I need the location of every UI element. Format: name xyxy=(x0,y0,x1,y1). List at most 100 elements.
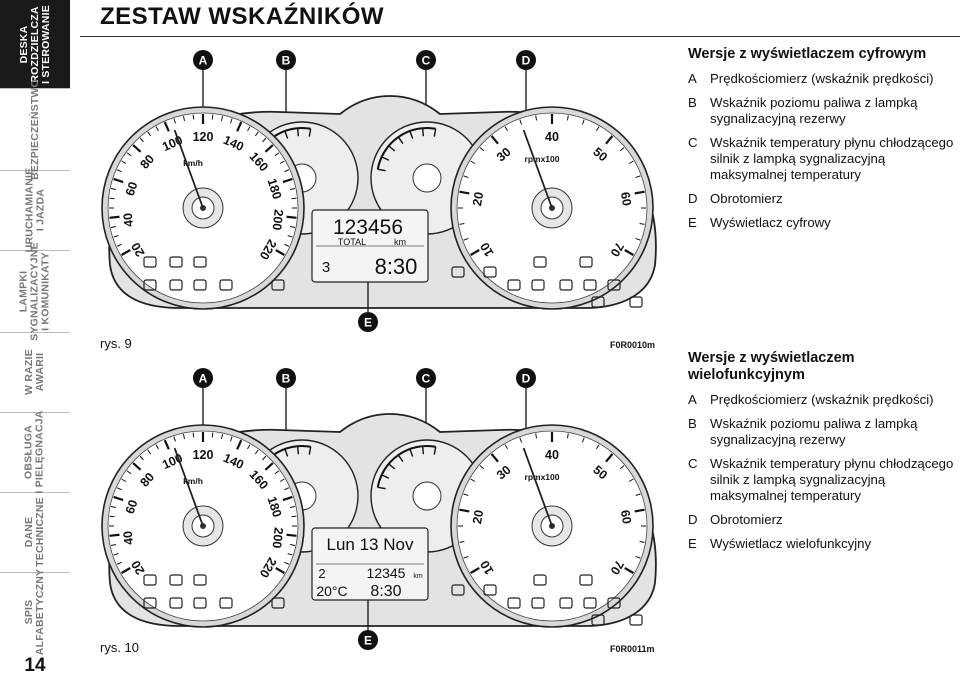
gauge-tick xyxy=(147,449,152,455)
figure-caption: rys. 9 xyxy=(100,336,132,351)
callout-badge xyxy=(358,312,378,332)
callout-badge xyxy=(276,50,296,70)
display-line1: 123456 xyxy=(333,216,403,239)
gauge-tick xyxy=(504,444,508,450)
warning-light-icon xyxy=(143,256,157,268)
gauge-tick xyxy=(173,436,176,442)
warning-light-icon xyxy=(219,597,233,609)
gauge-tick xyxy=(470,249,480,256)
warning-light-icon-shape xyxy=(169,279,183,291)
title-rule xyxy=(80,36,960,37)
warning-light-icon-shape xyxy=(533,256,547,268)
warning-light-icon-shape xyxy=(579,574,593,586)
warning-light-icon xyxy=(169,256,183,268)
gauge-tick xyxy=(247,126,251,132)
warning-light-icon-shape xyxy=(219,279,233,291)
tab-label: BEZPIECZEŃSTWO xyxy=(28,78,41,180)
gauge-tick xyxy=(479,465,485,470)
gauge-tick xyxy=(275,567,285,574)
gauge-tick xyxy=(463,493,469,497)
warning-light-icon xyxy=(483,584,497,596)
warning-light-icon xyxy=(143,574,157,586)
gauge-tick xyxy=(113,177,124,184)
warning-light-icon xyxy=(451,584,465,596)
callout-label: B xyxy=(282,372,291,386)
warning-light-icon-shape xyxy=(579,256,593,268)
gauge-tick xyxy=(581,437,585,443)
gauge-tick-label: 40 xyxy=(545,130,559,144)
gauge-tick xyxy=(479,147,485,152)
gauge-tick xyxy=(596,444,600,450)
gauge-tick xyxy=(635,555,641,559)
temp-gauge-tick xyxy=(388,463,396,470)
gauge-tick xyxy=(282,177,293,184)
warning-light-icon-shape xyxy=(143,256,157,268)
gauge-tick xyxy=(470,478,476,482)
callout-badge xyxy=(516,50,536,70)
callout-badge xyxy=(516,368,536,388)
gauge-tick xyxy=(121,478,127,482)
warning-light-icon xyxy=(591,296,605,308)
gauge-tick xyxy=(459,540,465,543)
gauge-tick-label: 70 xyxy=(607,558,626,577)
warning-light-icon-shape xyxy=(193,279,207,291)
warning-light-icon xyxy=(507,279,521,291)
warning-light-icon xyxy=(533,574,547,586)
gauge-tick xyxy=(113,553,119,556)
display-line2-unit: km xyxy=(413,573,423,580)
gauge-tick xyxy=(274,470,280,475)
gauge-tick xyxy=(605,135,614,145)
warning-light-icon-shape xyxy=(507,597,521,609)
gauge-tick xyxy=(126,470,132,475)
gauge-tick xyxy=(147,131,152,137)
warning-light-icon xyxy=(193,256,207,268)
gauge-tick-label: 60 xyxy=(123,180,141,198)
callout-label: E xyxy=(364,634,372,648)
display-line2: 12345 xyxy=(367,565,406,581)
warning-light-icon-shape xyxy=(591,614,605,626)
warning-light-icon-shape xyxy=(193,574,207,586)
warning-light-icon xyxy=(559,597,573,609)
gauge-tick-label: 60 xyxy=(618,191,634,207)
warning-light-icon-shape xyxy=(583,597,597,609)
warning-light-icon xyxy=(271,279,285,291)
gauge-tick xyxy=(463,175,469,179)
warning-light-icon xyxy=(193,279,207,291)
gauge-tick xyxy=(286,533,297,537)
warning-light-icon-shape xyxy=(629,296,643,308)
gauge-tick xyxy=(459,190,470,195)
gauge-unit-label: rpmx100 xyxy=(525,154,560,164)
gauge-tick xyxy=(275,249,285,256)
fuel-gauge-tick xyxy=(308,128,312,137)
warning-light-icon xyxy=(193,574,207,586)
warning-light-icon xyxy=(583,597,597,609)
gauge-tick xyxy=(110,505,117,508)
gauge-tick xyxy=(116,243,122,247)
callout-label: D xyxy=(522,54,531,68)
gauge-tick xyxy=(624,249,634,256)
page-title: ZESTAW WSKAŹNIKÓW xyxy=(100,3,385,30)
section-heading: Wersje z wyświetlaczem cyfrowym xyxy=(688,46,927,62)
gauge-unit-label: km/h xyxy=(183,158,203,168)
tab-bezpieczenstwo[interactable]: BEZPIECZEŃSTWO xyxy=(0,79,70,179)
gauge-tick xyxy=(139,137,144,143)
warning-light-icon xyxy=(271,597,285,609)
callout-badge xyxy=(358,630,378,650)
